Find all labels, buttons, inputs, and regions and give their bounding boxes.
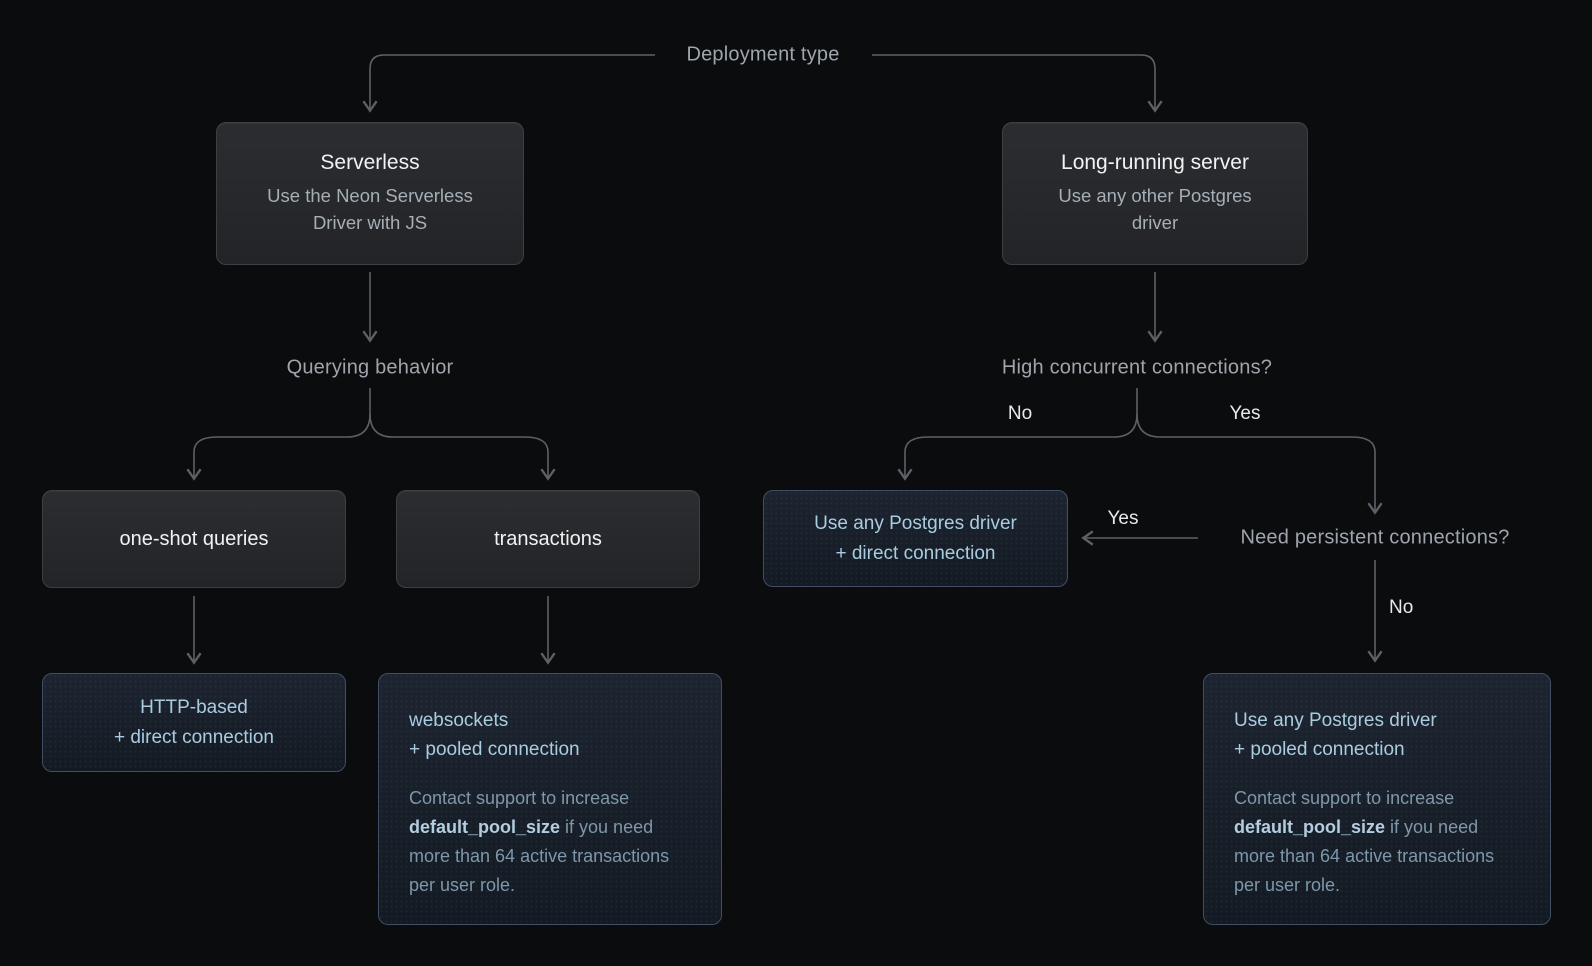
note-text: Contact support to increase xyxy=(409,787,630,808)
node-serverless: Serverless Use the Neon Serverless Drive… xyxy=(216,122,524,265)
node-websockets-note: Contact support to increase default_pool… xyxy=(409,784,691,901)
node-one-shot-queries-label: one-shot queries xyxy=(119,527,269,550)
node-websockets: websockets + pooled connection Contact s… xyxy=(378,673,722,925)
node-transactions-label: transactions xyxy=(494,527,602,550)
hcc-no-edge-label: No xyxy=(1007,403,1033,424)
high-concurrent-label: High concurrent connections? xyxy=(1001,356,1273,379)
node-long-running: Long-running server Use any other Postgr… xyxy=(1002,122,1308,265)
edge-hcc-no-to-direct xyxy=(897,413,1138,481)
node-one-shot-queries: one-shot queries xyxy=(42,490,346,588)
edge-querying-to-one-shot xyxy=(186,413,371,481)
note-text: Contact support to increase xyxy=(1234,787,1455,808)
node-pooled-driver: Use any Postgres driver + pooled connect… xyxy=(1203,673,1551,925)
querying-behavior-label: Querying behavior xyxy=(286,356,454,379)
note-code: default_pool_size xyxy=(1234,817,1386,838)
note-code: default_pool_size xyxy=(409,817,561,838)
root-label: Deployment type xyxy=(686,43,840,66)
node-transactions: transactions xyxy=(396,490,700,588)
node-long-running-title: Long-running server xyxy=(1061,150,1249,174)
node-websockets-line1: websockets xyxy=(409,710,509,731)
note-text: if you need more than 64 active transact… xyxy=(409,817,670,896)
node-long-running-subtitle: Use any other Postgres driver xyxy=(1058,184,1252,233)
node-pooled-driver-line2: + pooled connection xyxy=(1234,739,1405,761)
node-websockets-line2: + pooled connection xyxy=(409,739,580,761)
node-direct-driver: Use any Postgres driver + direct connect… xyxy=(763,490,1068,587)
node-pooled-driver-line1: Use any Postgres driver xyxy=(1234,710,1437,731)
node-http-based: HTTP-based + direct connection xyxy=(42,673,346,772)
node-serverless-title: Serverless xyxy=(320,150,420,174)
node-serverless-subtitle: Use the Neon Serverless Driver with JS xyxy=(267,184,473,233)
edge-querying-to-transactions xyxy=(369,413,556,481)
note-text: if you need more than 64 active transact… xyxy=(1234,817,1495,896)
node-direct-driver-line1: Use any Postgres driver xyxy=(814,513,1017,535)
need-persistent-label: Need persistent connections? xyxy=(1240,526,1510,549)
edge-root-to-serverless xyxy=(362,54,655,113)
node-direct-driver-line2: + direct connection xyxy=(835,542,996,564)
npc-no-edge-label: No xyxy=(1389,597,1414,618)
node-pooled-driver-note: Contact support to increase default_pool… xyxy=(1234,784,1520,901)
edge-hcc-yes-to-npc xyxy=(1136,413,1383,515)
npc-yes-edge-label: Yes xyxy=(1107,508,1139,529)
edge-root-to-long-running xyxy=(872,54,1163,113)
hcc-yes-edge-label: Yes xyxy=(1229,403,1261,424)
node-http-based-line2: + direct connection xyxy=(113,726,274,748)
node-http-based-line1: HTTP-based xyxy=(140,697,248,719)
